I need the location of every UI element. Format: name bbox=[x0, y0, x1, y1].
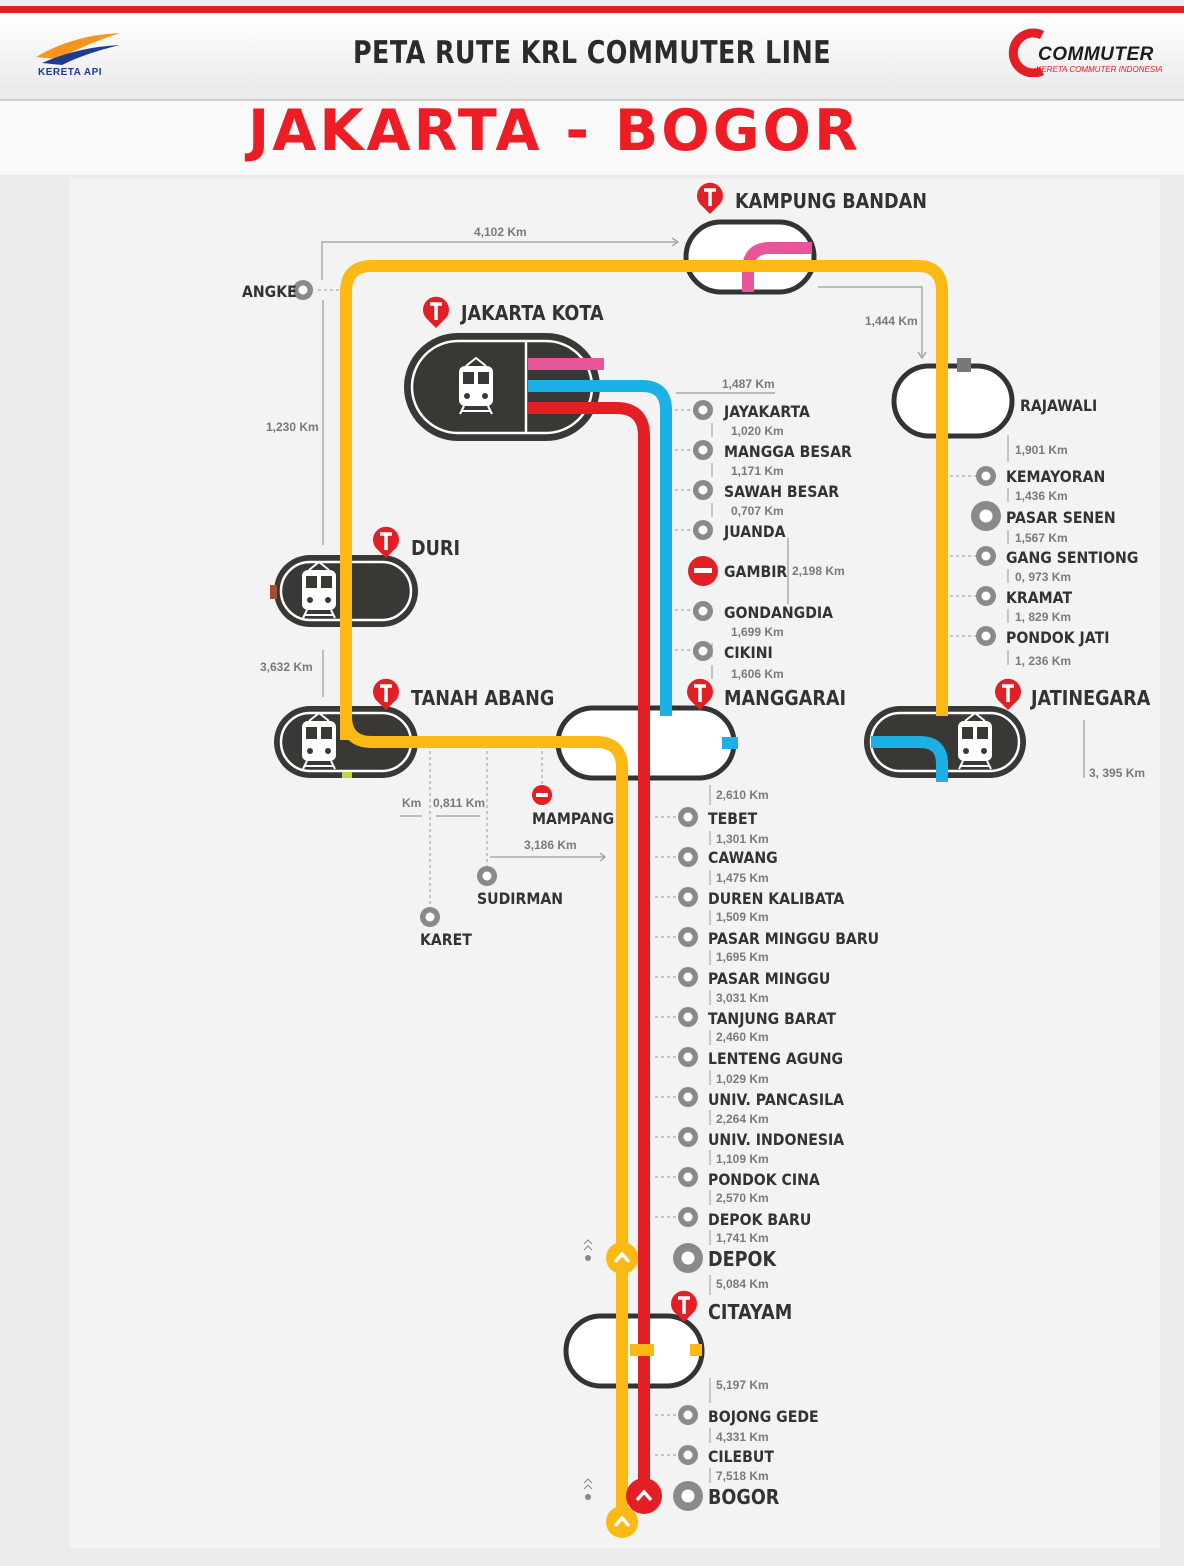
distance-label: 4,102 Km bbox=[474, 225, 527, 239]
station-cikini: CIKINI bbox=[724, 643, 773, 662]
distance-label: 1,301 Km bbox=[716, 832, 769, 846]
station-duri: DURI bbox=[411, 536, 461, 560]
distance-label: Km bbox=[402, 796, 422, 810]
station-jakarta-kota: JAKARTA KOTA bbox=[461, 301, 604, 325]
distance-label: 3,632 Km bbox=[260, 660, 313, 674]
station-depok-baru: DEPOK BARU bbox=[708, 1210, 812, 1229]
distance-label: 2,264 Km bbox=[716, 1112, 769, 1126]
page-title: PETA RUTE KRL COMMUTER LINE bbox=[353, 35, 831, 71]
distance-label: 1,606 Km bbox=[731, 667, 784, 681]
blue-line bbox=[528, 380, 948, 782]
distance-label: 2,570 Km bbox=[716, 1191, 769, 1205]
distance-label: 1,230 Km bbox=[266, 420, 319, 434]
station-juanda: JUANDA bbox=[724, 522, 786, 541]
commuter-logo-text: COMMUTER bbox=[1038, 44, 1154, 65]
distance-label: 1,487 Km bbox=[722, 377, 775, 391]
station-citayam: CITAYAM bbox=[708, 1300, 793, 1324]
station-karet: KARET bbox=[420, 930, 472, 949]
station-kemayoran: KEMAYORAN bbox=[1006, 467, 1106, 486]
distance-label: 7,518 Km bbox=[716, 1469, 769, 1483]
distance-label: 1,029 Km bbox=[716, 1072, 769, 1086]
closed-station-icons bbox=[532, 556, 718, 805]
station-cawang: CAWANG bbox=[708, 848, 778, 867]
station-duren-kalibata: DUREN KALIBATA bbox=[708, 889, 845, 908]
distance-label: 1,475 Km bbox=[716, 871, 769, 885]
kereta-api-logo-text: KERETA API bbox=[38, 67, 103, 78]
distance-label: 1,741 Km bbox=[716, 1231, 769, 1245]
distance-label: 0,811 Km bbox=[433, 796, 486, 810]
station-pasar-minggu-baru: PASAR MINGGU BARU bbox=[708, 929, 880, 948]
route-title: JAKARTA - BOGOR bbox=[248, 98, 861, 164]
distance-label: 1, 829 Km bbox=[1015, 610, 1072, 624]
distance-label: 2,460 Km bbox=[716, 1030, 769, 1044]
subheader bbox=[0, 101, 1184, 175]
station-rajawali: RAJAWALI bbox=[1020, 396, 1098, 415]
distance-label: 1,695 Km bbox=[716, 950, 769, 964]
station-univ-pancasila: UNIV. PANCASILA bbox=[708, 1090, 844, 1109]
station-pondok-cina: PONDOK CINA bbox=[708, 1170, 820, 1189]
distance-label: 1,109 Km bbox=[716, 1152, 769, 1166]
direction-marks bbox=[583, 1239, 593, 1500]
station-depok: DEPOK bbox=[708, 1247, 777, 1271]
station-pasar-minggu: PASAR MINGGU bbox=[708, 969, 831, 988]
station-tebet: TEBET bbox=[708, 809, 758, 828]
distance-label: 1,436 Km bbox=[1015, 489, 1068, 503]
page-header: KERETA API PETA RUTE KRL COMMUTER LINE C… bbox=[0, 13, 1184, 102]
station-kramat: KRAMAT bbox=[1006, 588, 1073, 607]
yellow-line bbox=[340, 260, 948, 1520]
station-mampang: MAMPANG bbox=[532, 809, 615, 828]
station-gang-sentiong: GANG SENTIONG bbox=[1006, 548, 1139, 567]
distance-label: 0, 973 Km bbox=[1015, 570, 1072, 584]
station-angke: ANGKE bbox=[242, 282, 297, 301]
distance-label: 2,198 Km bbox=[792, 564, 845, 578]
distance-label: 4,331 Km bbox=[716, 1430, 769, 1444]
station-connectors bbox=[318, 289, 985, 1456]
distance-label: 1,901 Km bbox=[1015, 443, 1068, 457]
station-bogor: BOGOR bbox=[708, 1485, 780, 1509]
distance-label: 3,031 Km bbox=[716, 991, 769, 1005]
distance-label: 1,509 Km bbox=[716, 910, 769, 924]
distance-label: 5,197 Km bbox=[716, 1378, 769, 1392]
station-sudirman: SUDIRMAN bbox=[477, 889, 564, 908]
distance-label: 1,171 Km bbox=[731, 464, 784, 478]
station-kampung-bandan: KAMPUNG BANDAN bbox=[735, 189, 928, 213]
station-lenteng-agung: LENTENG AGUNG bbox=[708, 1049, 844, 1068]
station-mangga-besar: MANGGA BESAR bbox=[724, 442, 852, 461]
distance-label: 1,444 Km bbox=[865, 314, 918, 328]
station-jayakarta: JAYAKARTA bbox=[724, 402, 810, 421]
station-jatinegara: JATINEGARA bbox=[1031, 686, 1151, 710]
distance-label: 5,084 Km bbox=[716, 1277, 769, 1291]
station-manggarai: MANGGARAI bbox=[724, 686, 847, 710]
distance-arrows bbox=[321, 237, 1085, 1483]
station-univ-indonesia: UNIV. INDONESIA bbox=[708, 1130, 845, 1149]
station-tanah-abang: TANAH ABANG bbox=[411, 686, 555, 710]
distance-label: 1,699 Km bbox=[731, 625, 784, 639]
station-tanjung-barat: TANJUNG BARAT bbox=[708, 1009, 836, 1028]
station-sawah-besar: SAWAH BESAR bbox=[724, 482, 840, 501]
kereta-api-logo-icon bbox=[36, 33, 120, 65]
station-pondok-jati: PONDOK JATI bbox=[1006, 628, 1110, 647]
distance-label: 2,610 Km bbox=[716, 788, 769, 802]
station-cilebut: CILEBUT bbox=[708, 1447, 774, 1466]
station-bojong-gede: BOJONG GEDE bbox=[708, 1407, 819, 1426]
commuter-logo-icon bbox=[1008, 28, 1044, 77]
distance-label: 1,020 Km bbox=[731, 424, 784, 438]
commuter-logo-subtext: KERETA COMMUTER INDONESIA bbox=[1036, 65, 1163, 74]
distance-label: 3,186 Km bbox=[524, 838, 577, 852]
distance-label: 1, 236 Km bbox=[1015, 654, 1072, 668]
distance-label: 1,567 Km bbox=[1015, 531, 1068, 545]
distance-label: 3, 395 Km bbox=[1089, 766, 1146, 780]
station-pasar-senen: PASAR SENEN bbox=[1006, 508, 1116, 527]
distance-label: 0,707 Km bbox=[731, 504, 784, 518]
header-accent-bar bbox=[0, 6, 1184, 13]
red-line bbox=[528, 402, 650, 1496]
station-gondangdia: GONDANGDIA bbox=[724, 603, 834, 622]
station-gambir: GAMBIR bbox=[724, 562, 788, 581]
